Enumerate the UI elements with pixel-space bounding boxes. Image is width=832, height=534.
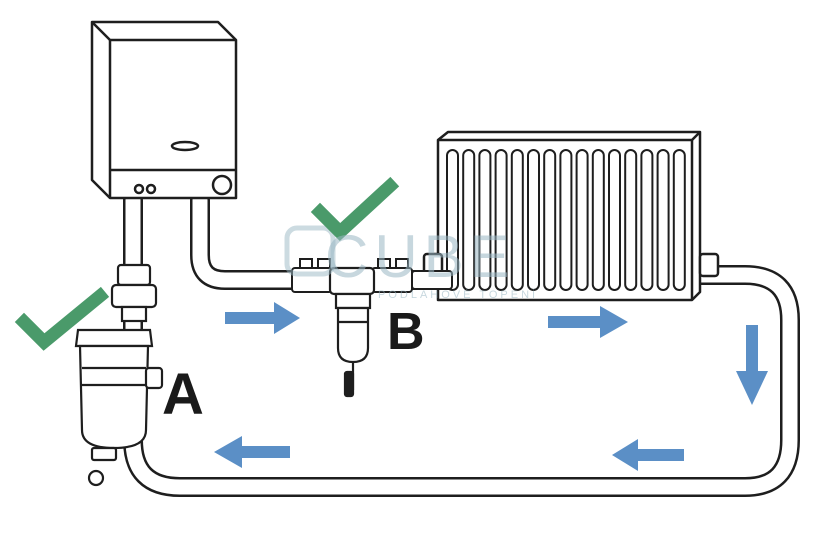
radiator-fin xyxy=(527,149,540,291)
watermark-tagline: PODLAHOVÉ TOPENÍ xyxy=(378,289,539,301)
radiator-fin xyxy=(478,149,492,291)
pipe-circuit xyxy=(123,190,800,497)
radiator-fin xyxy=(510,149,524,291)
flow-arrow-icon xyxy=(214,436,290,468)
radiator-fin xyxy=(672,149,686,291)
flow-arrows xyxy=(214,302,768,471)
check-mark-icon xyxy=(310,176,400,242)
magnetic-filter-a xyxy=(74,263,164,487)
radiator-fin xyxy=(494,149,508,291)
watermark-logo-icon xyxy=(284,225,336,277)
watermark-brand: CUBE xyxy=(325,223,516,290)
flow-arrow-icon xyxy=(548,306,628,338)
radiator-fin xyxy=(656,149,670,291)
radiator-fin xyxy=(591,149,605,291)
check-mark-icon xyxy=(14,286,110,351)
radiator-fin xyxy=(608,149,621,291)
radiator-fin xyxy=(575,149,589,291)
flow-arrow-icon xyxy=(736,325,768,405)
radiator-icon xyxy=(422,130,720,302)
radiator-fin xyxy=(624,149,638,291)
filter-a-label: A xyxy=(162,362,204,427)
radiator-fin xyxy=(446,149,459,291)
flow-arrow-icon xyxy=(612,439,684,471)
radiator-fin xyxy=(462,149,476,291)
boiler-icon xyxy=(90,20,238,200)
flow-arrow-icon xyxy=(225,302,300,334)
radiator-fin xyxy=(559,149,573,291)
magnetic-filter-b xyxy=(328,266,376,398)
radiator-fin xyxy=(640,149,654,291)
radiator-fin xyxy=(543,149,557,291)
filter-b-label: B xyxy=(387,303,425,361)
